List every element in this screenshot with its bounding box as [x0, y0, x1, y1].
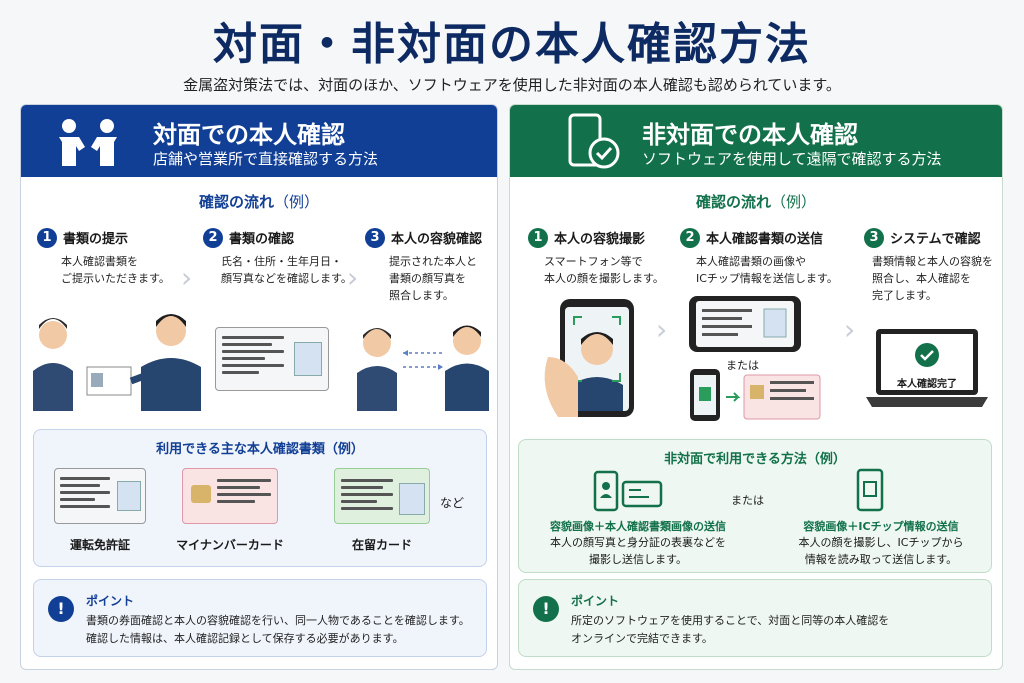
remote-subtitle: ソフトウェアを使用して遠隔で確認する方法 [642, 150, 942, 168]
phone-document-image-illustration [689, 296, 801, 352]
docs-etc-label: など [440, 496, 465, 510]
remote-step-3: 3 システムで確認 [864, 227, 981, 248]
point-text: 書類の券面確認と本人の容貌確認を行い、同一人物であることを確認します。確認した情… [86, 614, 470, 645]
remote-title: 非対面での本人確認 [642, 121, 858, 149]
step-number: 1 [528, 227, 548, 248]
chevron-right-icon: › [656, 313, 668, 346]
step-title: 本人の容貌撮影 [554, 232, 646, 247]
in-person-flow-heading: 確認の流れ（例） [21, 191, 497, 212]
step-title: 本人の容貌確認 [391, 232, 483, 247]
methods-or-label: または [731, 494, 764, 507]
complete-label: 本人確認完了 [897, 379, 957, 390]
presenting-document-illustration [33, 314, 201, 411]
exclamation-icon: ! [48, 596, 74, 622]
step-number: 2 [203, 227, 223, 248]
step-number: 1 [37, 227, 57, 248]
remote-point-box: ! ポイント 所定のソフトウェアを使用することで、対面と同等の本人確認をオンライ… [518, 579, 992, 657]
in-person-step-1-desc: 本人確認書類をご提示いただきます。 [61, 255, 170, 285]
selfie-smartphone-illustration [544, 299, 634, 417]
point-title: ポイント [571, 594, 620, 608]
in-person-header: 対面での本人確認 店舗や営業所で直接確認する方法 [21, 105, 497, 177]
in-person-step-2-desc: 氏名・住所・生年月日・顔写真などを確認します。 [221, 255, 352, 285]
in-person-step-2: 2 書類の確認 [203, 227, 294, 248]
point-text: 所定のソフトウェアを使用することで、対面と同等の本人確認をオンラインで完結できま… [571, 614, 890, 645]
in-person-step-3-desc: 提示された本人と書類の顔写真を照合します。 [389, 255, 477, 302]
step-title: 本人確認書類の送信 [706, 232, 824, 247]
remote-step-2: 2 本人確認書類の送信 [680, 227, 823, 248]
point-title: ポイント [86, 594, 135, 608]
remote-step-1-desc: スマートフォン等で本人の顔を撮影します。 [544, 255, 664, 285]
phone-ic-chip-icon [856, 468, 884, 512]
method-1-title: 容貌画像＋本人確認書類画像の送信 [550, 520, 726, 533]
accepted-documents-box: 利用できる主な本人確認書類（例） 運転免許証 マイナンバーカード 在留カード な… [33, 429, 487, 567]
chevron-right-icon: › [844, 313, 856, 346]
in-person-step-1: 1 書類の提示 [37, 227, 128, 248]
remote-methods-title: 非対面で利用できる方法（例） [664, 452, 846, 467]
chevron-right-icon: › [181, 261, 193, 294]
in-person-step-3: 3 本人の容貌確認 [365, 227, 482, 248]
step-number: 3 [864, 227, 884, 248]
face-matching-illustration [357, 325, 489, 411]
page-title: 対面・非対面の本人確認方法 [213, 19, 811, 70]
page-subtitle: 金属盗対策法では、対面のほか、ソフトウェアを使用した非対面の本人確認も認められて… [183, 76, 841, 94]
drivers-license-card [54, 468, 146, 524]
laptop-complete-illustration [866, 329, 988, 407]
method-1-desc: 本人の顔写真と身分証の表裏などを撮影し送信します。 [550, 536, 726, 566]
in-person-point-box: ! ポイント 書類の券面確認と本人の容貌確認を行い、同一人物であることを確認しま… [33, 579, 487, 657]
residence-card-label: 在留カード [351, 538, 412, 552]
remote-header: 非対面での本人確認 ソフトウェアを使用して遠隔で確認する方法 [510, 105, 1002, 177]
flow-title: 確認の流れ [198, 193, 274, 211]
step-title: 書類の確認 [229, 232, 295, 247]
drivers-license-label: 運転免許証 [69, 538, 130, 552]
method-2-desc: 本人の顔を撮影し、ICチップから情報を読み取って送信します。 [798, 536, 964, 566]
remote-methods-box: 非対面で利用できる方法（例） または 容貌画像＋本人確認書類画像の送信 本人の顔… [518, 439, 992, 573]
step-number: 2 [680, 227, 700, 248]
method-2-title: 容貌画像＋ICチップ情報の送信 [803, 520, 959, 533]
step-title: システムで確認 [890, 232, 981, 247]
smartphone-check-icon [568, 113, 620, 169]
id-card-illustration [215, 327, 329, 391]
remote-step-1: 1 本人の容貌撮影 [528, 227, 645, 248]
handshake-people-icon [59, 119, 117, 166]
in-person-title: 対面での本人確認 [153, 121, 345, 149]
remote-step-3-desc: 書類情報と本人の容貌を照合し、本人確認を完了します。 [872, 255, 993, 302]
in-person-panel: 対面での本人確認 店舗や営業所で直接確認する方法 確認の流れ（例） 1 書類の提示… [20, 104, 498, 670]
remote-panel: 非対面での本人確認 ソフトウェアを使用して遠隔で確認する方法 確認の流れ（例） … [509, 104, 1003, 670]
flow-title: 確認の流れ [695, 193, 771, 211]
ic-chip-icon [191, 485, 211, 503]
or-label: または [726, 359, 759, 372]
phone-ic-chip-illustration [690, 369, 821, 421]
step-number: 3 [365, 227, 385, 248]
in-person-subtitle: 店舗や営業所で直接確認する方法 [153, 150, 379, 168]
residence-card [334, 468, 430, 524]
accepted-documents-title: 利用できる主な本人確認書類（例） [156, 442, 364, 457]
exclamation-icon: ! [533, 596, 559, 622]
step-title: 書類の提示 [63, 232, 129, 247]
flow-example: （例） [274, 193, 320, 211]
remote-flow-heading: 確認の流れ（例） [510, 191, 1002, 212]
my-number-card [182, 468, 278, 524]
my-number-label: マイナンバーカード [176, 538, 284, 552]
chevron-right-icon: › [347, 261, 359, 294]
flow-example: （例） [771, 193, 817, 211]
phone-id-card-icon [593, 470, 663, 512]
